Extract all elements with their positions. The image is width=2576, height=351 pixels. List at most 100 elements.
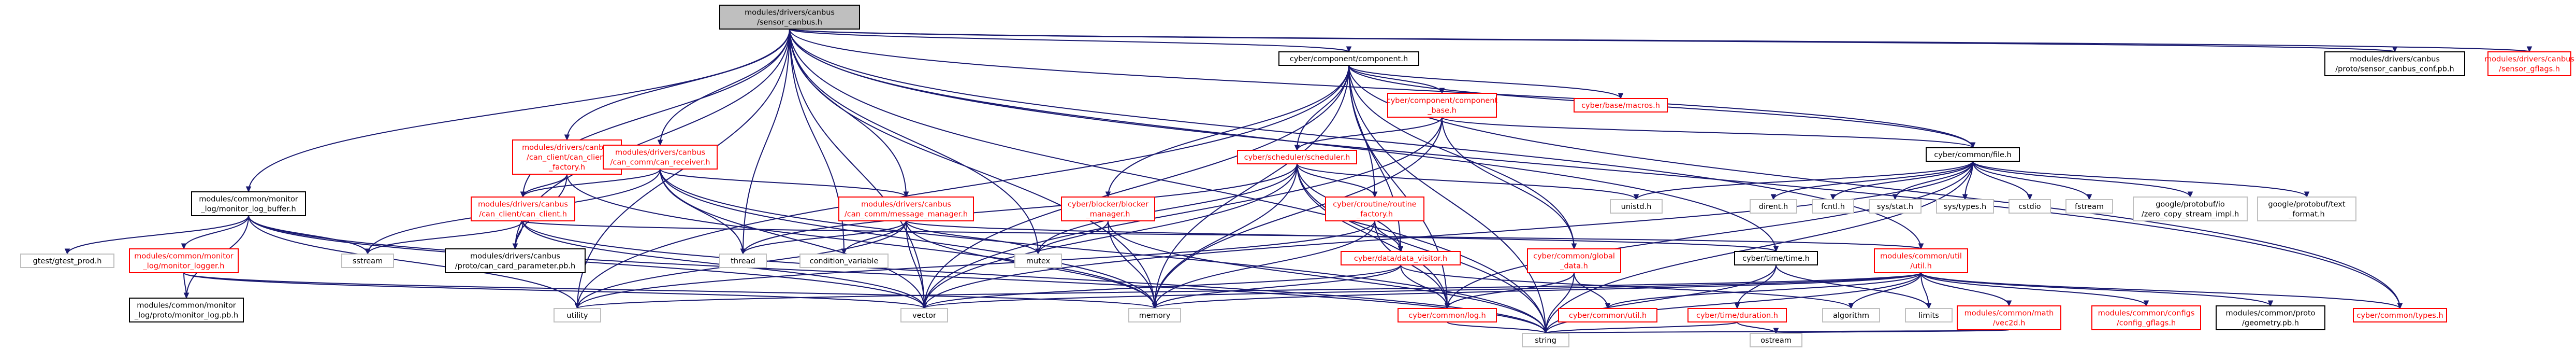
node-cdvisitor[interactable]: cyber/data/data_visitor.h [1341,251,1461,265]
node-sconf[interactable]: modules/drivers/canbus/proto/sensor_canb… [2324,51,2465,76]
node-label-line: _base.h [1427,107,1457,115]
edge-arrowhead [2086,194,2092,201]
node-root[interactable]: modules/drivers/canbus/sensor_canbus.h [719,5,860,30]
node-box [1750,199,1797,214]
node-cgdata[interactable]: cyber/common/global_data.h [1527,248,1621,273]
node-label-line: /config_gflags.h [2117,319,2176,328]
edge-line [1545,161,1973,334]
node-label-line: sys/stat.h [1877,203,1913,211]
edge-mutil-to-utility [574,272,1922,310]
node-box [1522,333,1569,347]
node-cduration[interactable]: cyber/time/duration.h [1687,308,1787,322]
node-label-line: _log/monitor_logger.h [143,262,225,271]
node-label-line: cyber/scheduler/scheduler.h [1244,153,1350,162]
node-ctypes[interactable]: cyber/common/types.h [2353,308,2447,322]
node-ccomp[interactable]: cyber/component/component.h [1278,51,1419,66]
edge-line [522,220,1922,249]
node-mlogbuf[interactable]: modules/common/monitor_log/monitor_log_b… [191,191,306,216]
node-box [1387,93,1497,118]
node-label-line: _log/proto/monitor_log.pb.h [134,312,238,320]
node-label-line: /proto/sensor_canbus_conf.pb.h [2335,65,2454,74]
node-condvar: condition_variable [799,254,889,268]
node-label-line: google/protobuf/text [2268,201,2346,209]
node-sgflags[interactable]: modules/drivers/canbus/sensor_gflags.h [2484,51,2574,76]
edge-arrowhead [1918,243,1924,250]
node-ccreceiver[interactable]: modules/drivers/canbus/can_comm/can_rece… [603,145,718,170]
node-label-line: cyber/common/file.h [1934,151,2011,159]
edge-line [1108,65,1349,198]
node-fcntl: fcntl.h [1812,199,1854,214]
edge-cgdata-to-clog [1444,272,1575,310]
node-croutine[interactable]: cyber/croutine/routine_factory.h [1325,196,1424,221]
edge-arrowhead [1618,93,1624,100]
node-cfile[interactable]: cyber/common/file.h [1926,147,2020,162]
node-box [2009,199,2051,214]
edge-arrowhead [1892,194,1898,201]
node-label-line: modules/drivers/canbus [745,9,835,17]
edge-ccbase-to-cfile [1442,117,1976,149]
edge-line [183,215,249,249]
node-mvec2d[interactable]: modules/common/math/vec2d.h [1957,305,2061,330]
node-cblocker[interactable]: cyber/blocker/blocker_manager.h [1061,196,1155,221]
node-box [1325,196,1424,221]
node-mlogger[interactable]: modules/common/monitor_log/monitor_logge… [129,248,239,273]
edge-arrowhead [1035,248,1041,255]
node-string: string [1522,333,1569,347]
edge-line [248,29,790,192]
node-label-line: cyber/base/macros.h [1581,102,1660,110]
node-cutil[interactable]: cyber/common/util.h [1558,308,1657,322]
node-box [1398,308,1497,322]
node-label-line: modules/drivers/canbus [2350,55,2440,64]
edge-arrowhead [921,303,927,310]
node-limits: limits [1905,308,1953,322]
node-cmsgmgr[interactable]: modules/drivers/canbus/can_comm/message_… [838,196,974,221]
edge-csched-to-croutine [1297,163,1378,198]
node-mgeom[interactable]: modules/common/proto/geometry.pb.h [2216,305,2325,330]
node-ctime[interactable]: cyber/time/time.h [1734,251,1818,265]
edge-clog-to-string [1447,321,1549,334]
edge-line [1920,272,2147,306]
edge-mutil-to-mconfig [1920,272,2149,307]
node-box [1822,308,1880,322]
edge-arrowhead [1848,303,1854,310]
node-cclient[interactable]: modules/drivers/canbus/can_client/can_cl… [471,196,575,221]
edge-line [1348,65,1621,99]
edge-arrowhead [740,248,746,255]
node-label-line: gtest/gtest_prod.h [33,257,102,265]
edge-line [789,29,1039,255]
node-mlogpb[interactable]: modules/common/monitor_log/proto/monitor… [129,298,244,322]
edge-line [248,215,925,309]
node-cmacros[interactable]: cyber/base/macros.h [1574,98,1668,113]
edge-ccbase-to-csched [1294,117,1443,151]
node-label-line: cyber/common/types.h [2356,312,2443,320]
node-algorithm: algorithm [1822,308,1880,322]
node-box [1237,150,1357,164]
node-mutil[interactable]: modules/common/util/util.h [1874,248,1968,273]
node-box [1874,248,1968,273]
edge-cmsgmgr-to-ctime [906,220,1779,252]
node-csched[interactable]: cyber/scheduler/scheduler.h [1237,150,1357,164]
node-fstream: fstream [2065,199,2113,214]
edge-line [924,117,1443,309]
edge-line [1442,117,1575,249]
node-gpzero: google/protobuf/io/zero_copy_stream_impl… [2133,196,2248,221]
edge-ccreceiver-to-cmsgmgr [660,169,909,198]
node-label-line: /can_comm/message_manager.h [845,210,968,219]
node-ccbase[interactable]: cyber/component/component_base.h [1387,93,1498,118]
node-clog[interactable]: cyber/common/log.h [1398,308,1497,322]
edge-arrowhead [1571,243,1577,250]
edge-line [1154,264,1401,309]
edge-cfile-to-gpzero [1972,161,2193,198]
node-label-line: string [1535,336,1556,345]
edge-mutil-to-vector [921,272,1922,310]
edge-line [660,169,925,309]
node-cparam[interactable]: modules/drivers/canbus/proto/can_card_pa… [445,248,586,273]
node-mconfig[interactable]: modules/common/configs/config_gflags.h [2091,305,2201,330]
edge-line [743,29,790,255]
edge-arrowhead [903,191,909,198]
edge-layer [64,29,2533,334]
edge-line [183,272,1155,309]
edge-mlogger-to-mlogpb [183,272,190,299]
edge-line [906,220,1039,255]
node-box [1341,251,1461,265]
